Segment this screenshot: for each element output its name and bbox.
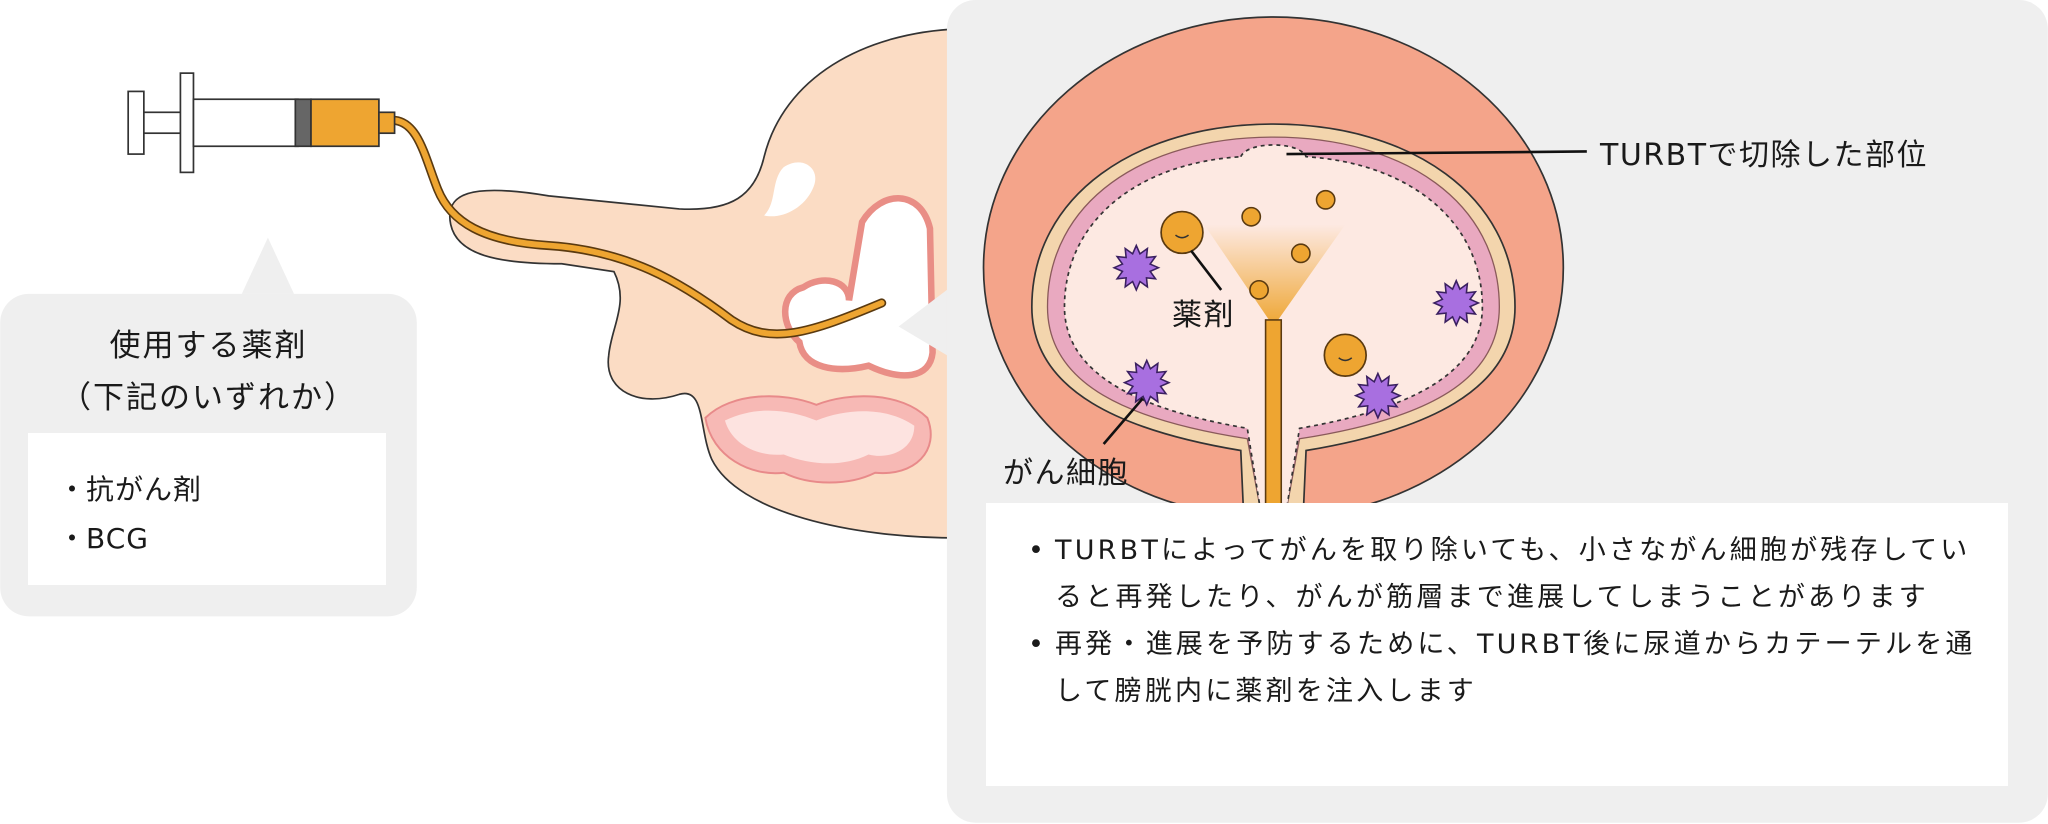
drug-box-title: 使用する薬剤 （下記のいずれか）	[0, 320, 417, 424]
cancer-cell-icon	[1112, 243, 1161, 292]
label-resection-site: TURBTで切除した部位	[1600, 138, 1929, 173]
eye-shape	[764, 162, 816, 217]
syringe-icon	[127, 72, 396, 174]
catheter-in-bladder	[1264, 319, 1283, 511]
face-icon	[1174, 234, 1190, 239]
drug-particle-icon	[1160, 210, 1204, 255]
bladder-outline	[781, 195, 936, 379]
callout-pointer-left	[241, 237, 295, 294]
label-drug: 薬剤	[1172, 298, 1235, 333]
drug-particle-icon	[1241, 206, 1262, 227]
leader-line-drug	[1190, 249, 1223, 291]
drug-list: ・抗がん剤 ・BCG	[28, 433, 386, 585]
drug-box-title-line1: 使用する薬剤	[109, 328, 308, 364]
drug-particle-icon	[1315, 189, 1336, 210]
drug-particle-icon	[1323, 333, 1367, 377]
drug-particle-icon	[1249, 279, 1269, 300]
info-item: TURBTによってがんを取り除いても、小さながん細胞が残存していると再発したり、…	[1028, 527, 1978, 621]
info-box: TURBTによってがんを取り除いても、小さながん細胞が残存していると再発したり、…	[986, 503, 2008, 786]
drug-item-label: 抗がん剤	[86, 473, 203, 506]
vagina-inner	[724, 410, 915, 464]
leader-line-resection	[1286, 150, 1587, 156]
drug-item-label: BCG	[86, 522, 149, 555]
cancer-cell-icon	[1432, 278, 1481, 328]
label-cancer-cell: がん細胞	[1003, 456, 1129, 491]
leader-line-cancer	[1102, 397, 1144, 445]
callout-pointer	[898, 289, 947, 356]
face-icon	[1338, 357, 1353, 362]
cancer-cell-icon	[1353, 371, 1403, 420]
catheter-fill	[389, 117, 885, 337]
bullet: ・	[58, 473, 88, 506]
drug-particle-icon	[1290, 243, 1311, 264]
drug-box-title-line2: （下記のいずれか）	[60, 380, 357, 416]
info-item: 再発・進展を予防するために、TURBT後に尿道からカテーテルを通して膀胱内に薬剤…	[1028, 621, 1978, 715]
drug-item: ・BCG	[58, 517, 149, 557]
drug-item: ・抗がん剤	[58, 468, 202, 508]
info-list: TURBTによってがんを取り除いても、小さながん細胞が残存していると再発したり、…	[1028, 527, 1978, 715]
cancer-cell-icon	[1122, 358, 1171, 407]
bullet: ・	[58, 522, 88, 555]
